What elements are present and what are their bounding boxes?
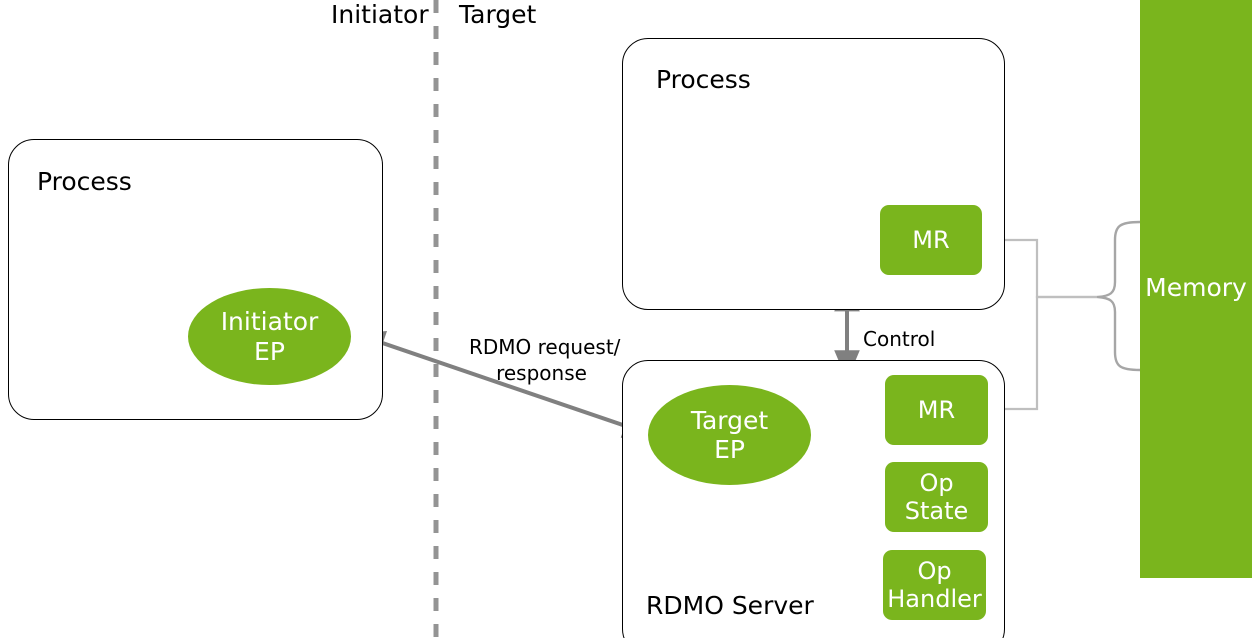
zone-label-target: Target (459, 0, 537, 29)
control-label: Control (863, 327, 936, 351)
server-block-mr[interactable]: MR (885, 375, 988, 445)
rdmo-edge-label-line2: response (496, 361, 587, 385)
server-block-op-state-line2: State (904, 497, 969, 525)
memory-label: Memory (1145, 272, 1247, 302)
rdmo-request-response-arrow (354, 331, 654, 438)
server-block-op-handler-line1: Op (917, 556, 952, 585)
server-block-op-handler[interactable]: Op Handler (883, 550, 986, 620)
zone-label-initiator: Initiator (331, 0, 429, 29)
target-endpoint-label-line1: Target (690, 405, 769, 435)
memory-block[interactable]: Memory (1140, 0, 1252, 578)
server-block-op-handler-line2: Handler (887, 585, 982, 613)
server-block-op-state-label: Op State (905, 469, 969, 526)
rdmo-server-label: RDMO Server (646, 591, 814, 620)
initiator-endpoint-label: Initiator EP (221, 307, 319, 366)
server-block-mr-label: MR (918, 396, 955, 424)
connector-server-mr-to-memory (988, 295, 1098, 411)
initiator-endpoint[interactable]: Initiator EP (188, 288, 351, 385)
rdmo-edge-label: RDMO request/ response (469, 334, 621, 386)
target-endpoint-label: Target EP (691, 406, 768, 465)
target-process-label: Process (656, 65, 751, 94)
target-endpoint-label-line2: EP (714, 435, 745, 464)
initiator-process-label: Process (37, 167, 132, 196)
initiator-endpoint-label-line1: Initiator (220, 307, 319, 336)
rdmo-edge-label-line1: RDMO request/ (469, 335, 621, 359)
process-mr-block[interactable]: MR (880, 205, 982, 275)
target-endpoint[interactable]: Target EP (648, 385, 811, 485)
initiator-process-box[interactable]: Process (8, 139, 383, 420)
server-block-mr-line1: MR (917, 395, 956, 424)
server-block-op-state-line1: Op (919, 468, 954, 497)
initiator-endpoint-label-line2: EP (254, 336, 285, 366)
process-mr-label: MR (912, 225, 950, 254)
server-block-op-handler-label: Op Handler (887, 557, 982, 614)
server-block-op-state[interactable]: Op State (885, 462, 988, 532)
memory-brace (1096, 220, 1142, 372)
